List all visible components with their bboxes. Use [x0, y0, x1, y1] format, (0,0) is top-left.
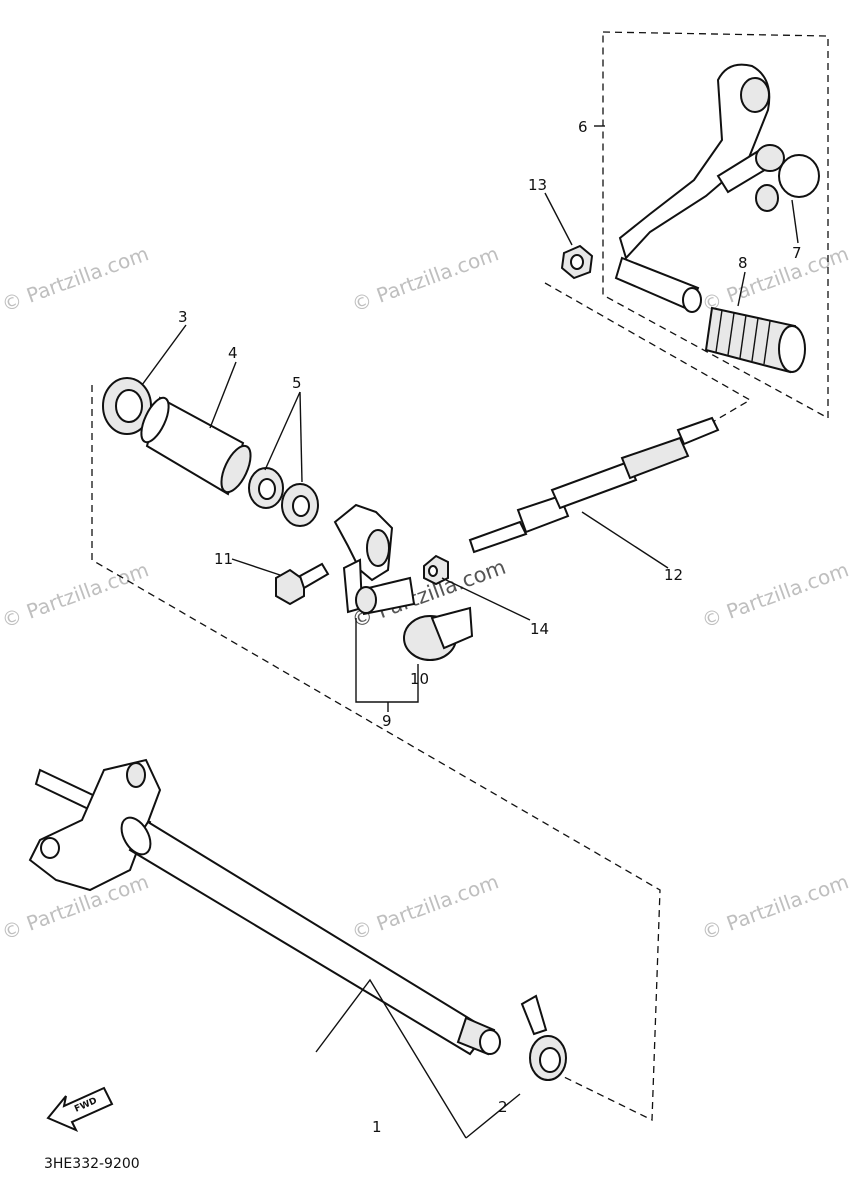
oil-seal-part-3: [102, 377, 152, 435]
assembly-lines: [91, 31, 829, 1122]
shift-rod-part-12: [468, 416, 720, 554]
shift-pedal-part-6: [614, 63, 771, 313]
fwd-arrow-icon: FWD: [46, 1086, 114, 1132]
callout-10: 10: [410, 670, 429, 688]
collar-part-4: [140, 396, 252, 496]
shift-arm-part-9: [333, 503, 474, 661]
callout-2: 2: [498, 1098, 508, 1116]
watermark: © Partzilla.com: [699, 241, 852, 316]
spring-part-2: [520, 994, 567, 1081]
callout-14: 14: [530, 620, 549, 638]
bearing-part-5: [248, 467, 319, 527]
watermark: © Partzilla.com: [0, 557, 152, 632]
callout-9: 9: [382, 712, 392, 730]
watermark: © Partzilla.com: [0, 241, 152, 316]
callout-8: 8: [738, 254, 748, 272]
callout-3: 3: [178, 308, 188, 326]
callout-7: 7: [792, 244, 802, 262]
callout-5: 5: [292, 374, 302, 392]
callout-12: 12: [664, 566, 683, 584]
callout-4: 4: [228, 344, 238, 362]
watermark: © Partzilla.com: [699, 557, 852, 632]
nut-part-13: [560, 244, 594, 280]
callout-11: 11: [214, 550, 233, 568]
callout-1: 1: [372, 1118, 382, 1136]
callouts: 3 4 5 6 13 7 8 11 12 14 10 9 1 2: [178, 118, 802, 1136]
nut-part-14: [423, 554, 449, 586]
pedal-rubber-part-8: [704, 306, 806, 374]
joint-part-7: [755, 144, 820, 212]
watermark: © Partzilla.com: [349, 869, 502, 944]
leader-lines: [141, 125, 799, 1139]
callout-6: 6: [578, 118, 588, 136]
shift-shaft-part-1: [28, 758, 501, 1056]
watermark: © Partzilla.com: [699, 869, 852, 944]
bolt-part-11: [275, 562, 330, 606]
diagram-code: 3HE332-9200: [44, 1156, 140, 1172]
watermark: © Partzilla.com: [349, 241, 502, 316]
callout-13: 13: [528, 176, 547, 194]
